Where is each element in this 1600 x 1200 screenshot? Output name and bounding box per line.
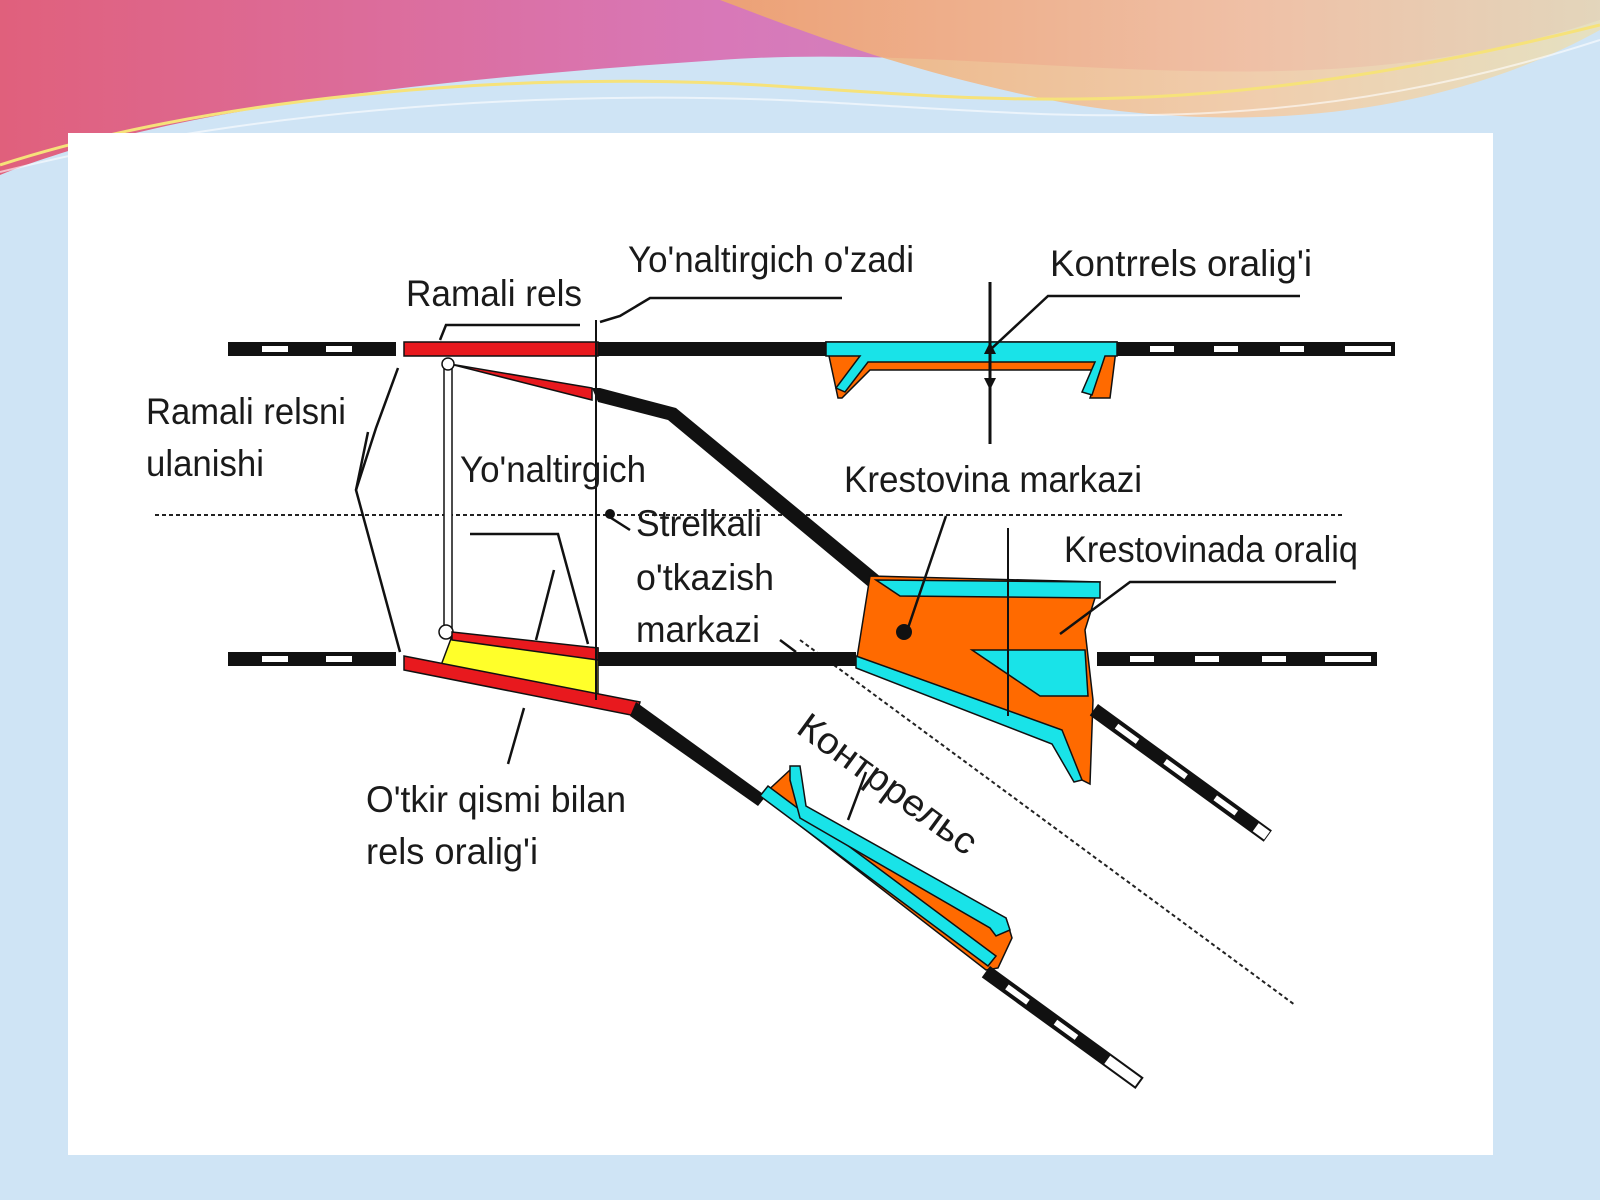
- bottom-rail-left-section: [228, 652, 396, 666]
- lower-diverging-rail-end: [981, 966, 1144, 1090]
- label-check-rail-gap: Kontrrels oralig'i: [1050, 243, 1312, 284]
- bottom-rail-right-section: [1097, 652, 1377, 666]
- label-point-gap-1: O'tkir qismi bilan: [366, 779, 626, 820]
- label-point-gap-2: rels oralig'i: [366, 831, 538, 872]
- label-frog-gap: Krestovinada oraliq: [1064, 529, 1358, 570]
- top-rail-left-section: [228, 342, 396, 356]
- label-switch-center-3: markazi: [636, 609, 760, 650]
- label-frame-rail: Ramali rels: [406, 273, 582, 314]
- diagram-panel: [68, 133, 1493, 1155]
- top-rail-right-section: [1117, 342, 1395, 356]
- check-rail-gap-arrow-down: [984, 378, 996, 390]
- diverging-rail-right: [1089, 704, 1272, 842]
- closure-rail-diverging: [592, 388, 882, 588]
- bottom-rail-middle: [598, 652, 856, 666]
- top-rail-middle: [598, 342, 826, 356]
- label-guide-gap: Yo'naltirgich o'zadi: [628, 239, 914, 280]
- leader-lines: [354, 294, 1336, 821]
- label-frame-rail-joint-2: ulanishi: [146, 443, 264, 484]
- check-rail-gap-arrow-up: [984, 342, 996, 354]
- frog: [855, 575, 1102, 786]
- label-switch-center-2: o'tkazish: [636, 557, 774, 598]
- label-frame-rail-joint-1: Ramali relsni: [146, 391, 346, 432]
- frame-rail-top: [403, 341, 599, 357]
- switch-point-top: [449, 363, 593, 401]
- tie-rod-top-joint: [441, 357, 455, 371]
- frog-center-point: [896, 624, 912, 640]
- label-frog-center: Krestovina markazi: [844, 459, 1142, 500]
- check-rail-top: [825, 341, 1118, 399]
- switch-center-point: [605, 509, 615, 519]
- diverging-centre-line: [799, 639, 1296, 1006]
- label-switch-center-1: Strelkali: [636, 503, 762, 544]
- tie-rod: [443, 363, 453, 633]
- lower-diverging-rail: [630, 702, 766, 806]
- label-guide: Yo'naltirgich: [460, 449, 646, 490]
